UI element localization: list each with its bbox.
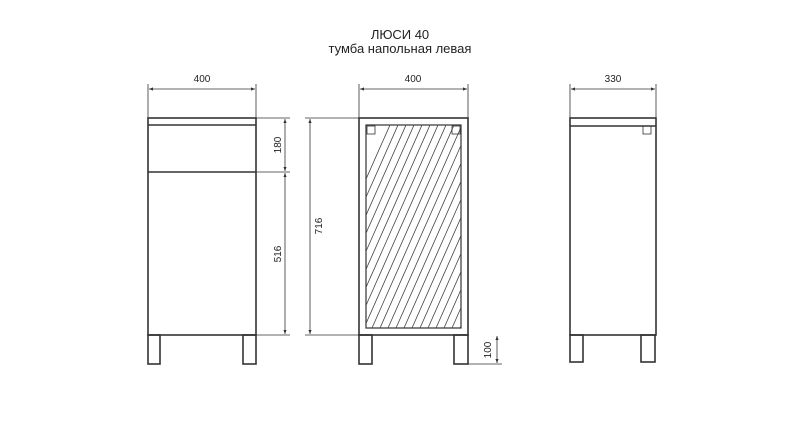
hatch-line: [366, 125, 391, 181]
dim-drawer-height: 180: [273, 136, 284, 153]
hatch-line: [366, 125, 447, 307]
hatch-line: [419, 234, 461, 328]
hatch-line: [459, 324, 461, 328]
hatch-line: [366, 125, 455, 325]
hatch-line: [387, 162, 461, 328]
hatch-line: [403, 198, 461, 328]
hatch-line: [366, 125, 439, 289]
drawing-title: ЛЮСИ 40: [370, 27, 430, 42]
hatch-line: [366, 125, 431, 271]
hatch-line: [484, 125, 574, 328]
hatch-line: [492, 125, 582, 328]
side-view: [569, 84, 657, 363]
dim-door-height: 516: [273, 245, 284, 262]
drawing-subtitle: тумба напольная левая: [328, 41, 472, 56]
dim-side-depth: 330: [605, 74, 622, 85]
hatch-line: [379, 144, 461, 328]
hatch-line: [366, 125, 399, 199]
back-view: [305, 84, 606, 365]
hatch-line: [411, 216, 461, 328]
hatch-line: [366, 125, 423, 253]
dim-body-height: 716: [314, 217, 325, 234]
hatch-line: [366, 125, 415, 235]
hatch-line: [395, 180, 461, 328]
dim-back-width: 400: [405, 74, 422, 85]
hatch-line: [508, 125, 598, 328]
dim-front-width: 400: [194, 74, 211, 85]
hatch-line: [366, 125, 407, 217]
hatch-line: [435, 270, 461, 328]
hatch-line: [516, 125, 606, 328]
hatch-line: [443, 288, 461, 328]
front-view: [147, 84, 290, 365]
dim-leg-height: 100: [483, 341, 494, 358]
hatch-line: [500, 125, 590, 328]
hatch-line: [427, 252, 461, 328]
hatch-line: [371, 126, 461, 328]
hatch-line: [451, 306, 461, 328]
hatch-line: [476, 125, 566, 328]
hatch-line: [468, 125, 558, 328]
